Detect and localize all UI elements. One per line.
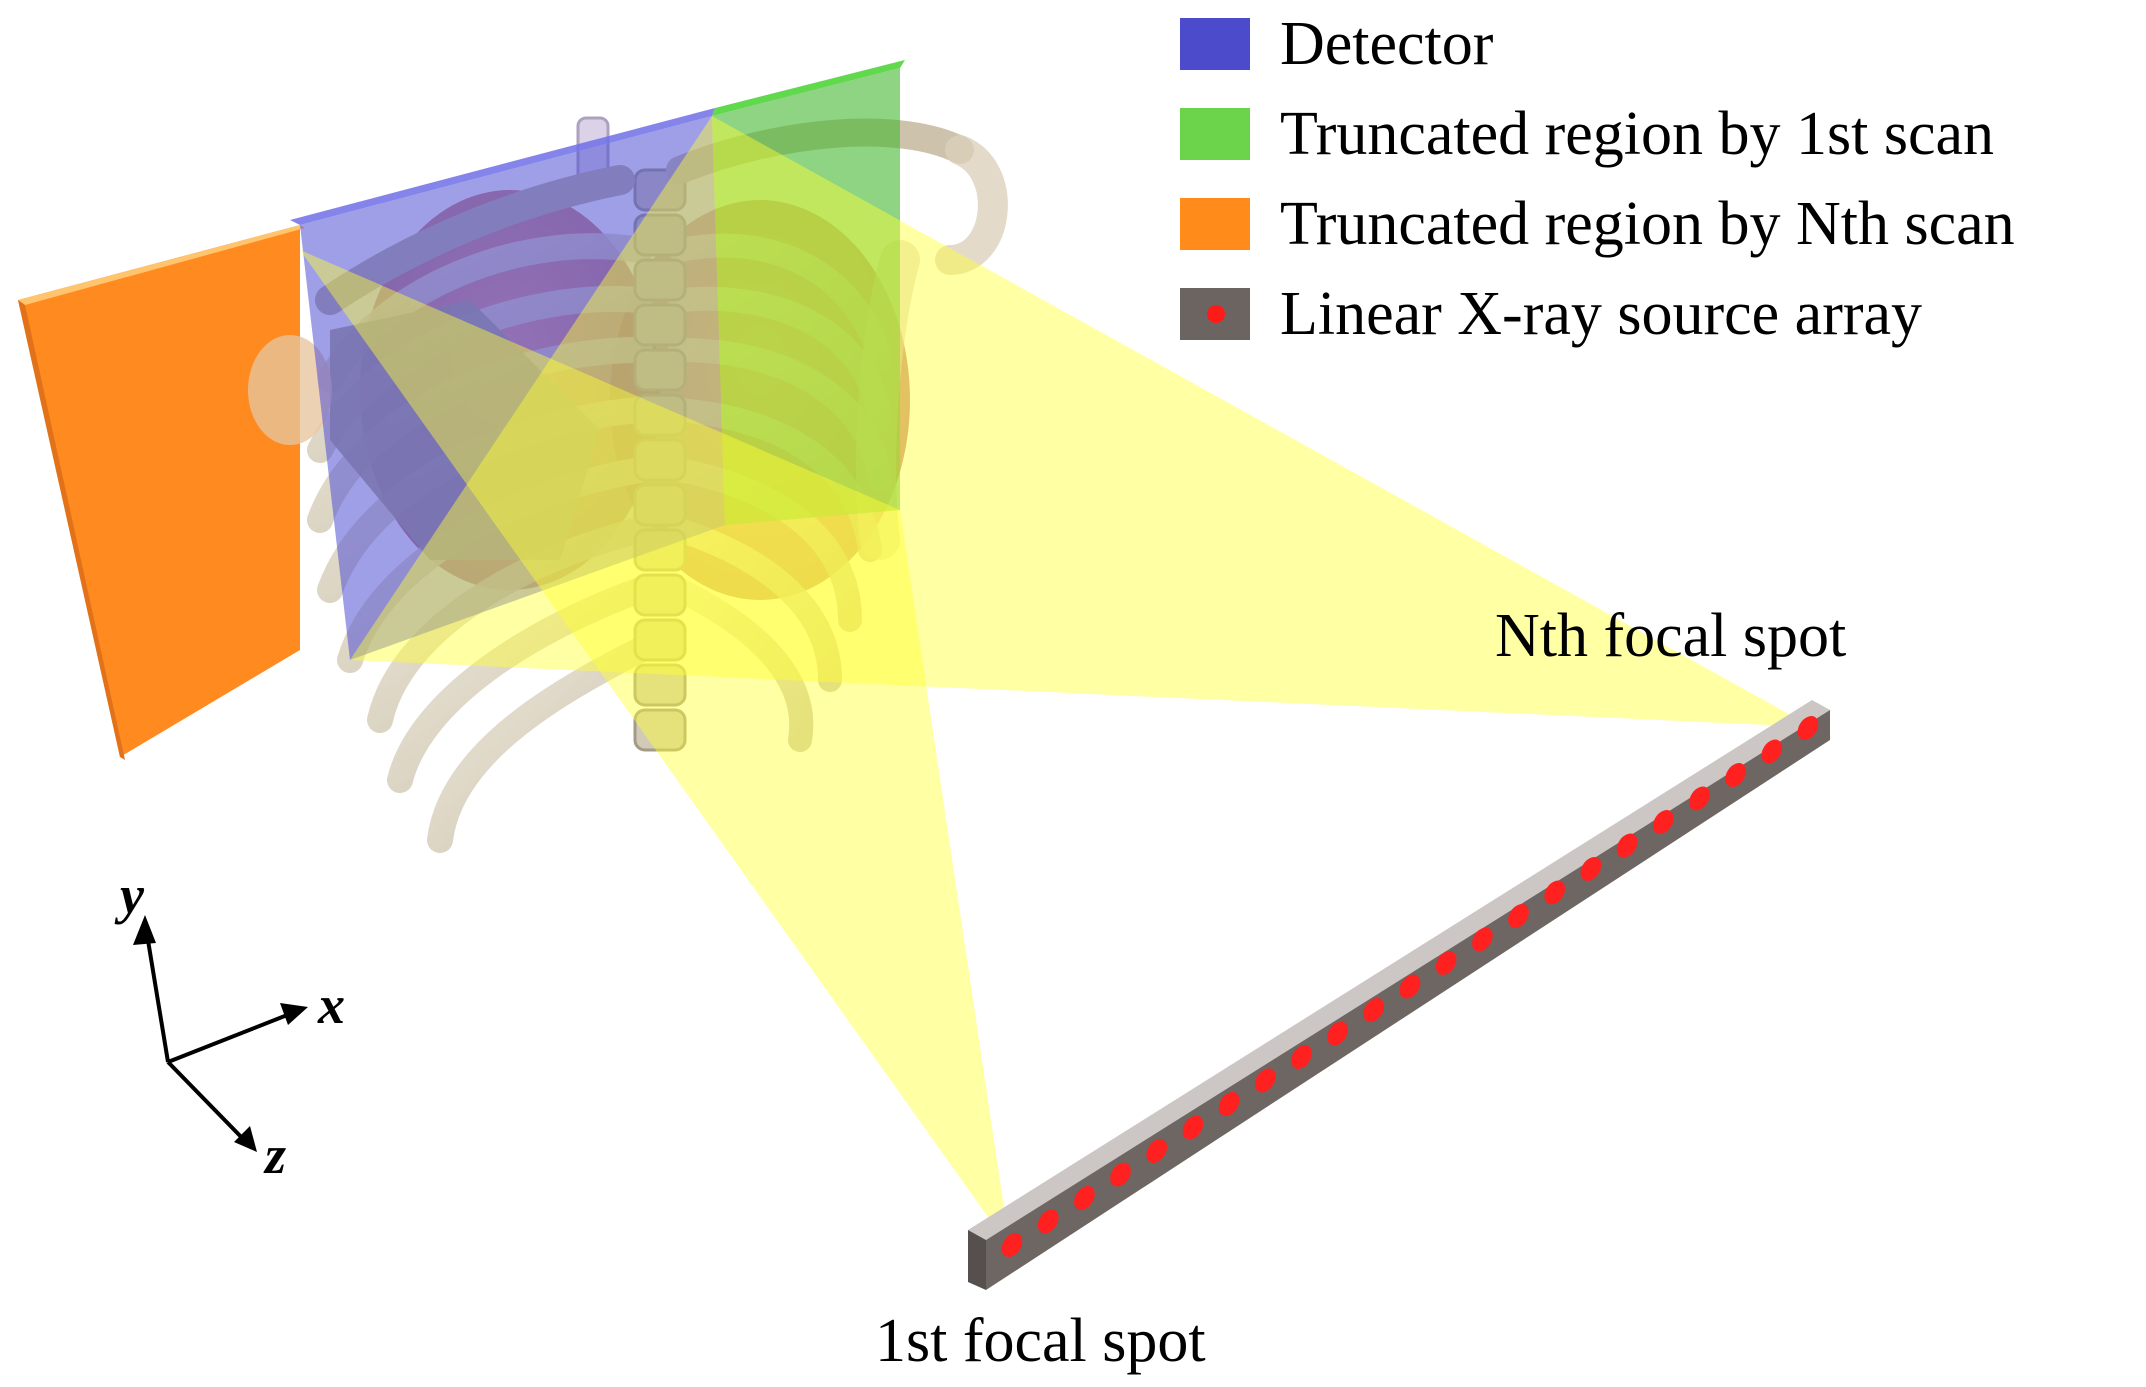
focal-spot (1254, 1068, 1276, 1093)
focal-spot (1580, 857, 1602, 881)
focal-spot (1435, 951, 1457, 975)
focal-spot (1616, 833, 1638, 858)
legend-label-nth-scan: Truncated region by Nth scan (1280, 190, 2015, 258)
axis-x-label: x (318, 975, 345, 1035)
xray-beam-first (300, 250, 1010, 1248)
focal-spot (1399, 974, 1421, 999)
focal-spot (1797, 716, 1819, 740)
legend-label-first-scan: Truncated region by 1st scan (1280, 100, 1995, 168)
axis-triad (133, 915, 308, 1152)
axis-x-line (167, 1008, 301, 1064)
focal-spot (1761, 739, 1783, 764)
focal-spot (1074, 1186, 1095, 1210)
legend-label-detector: Detector (1280, 10, 1494, 78)
focal-spot (1472, 927, 1493, 952)
xray-beam-nth (350, 116, 1812, 727)
legend-focal-dot (1207, 305, 1225, 323)
focal-spot (1725, 763, 1746, 787)
axis-y-arrow (133, 915, 156, 945)
focal-spot (1037, 1209, 1059, 1234)
legend-swatch-nth-scan (1180, 198, 1250, 250)
focal-spot (1508, 904, 1529, 928)
axis-x-arrow (280, 1003, 308, 1025)
legend-swatch-first-scan (1180, 108, 1250, 160)
focal-spot (1146, 1139, 1168, 1163)
focal-spot (1182, 1115, 1204, 1140)
focal-spot (1544, 880, 1566, 905)
focal-spot (1327, 1021, 1348, 1046)
detector-green-panel (712, 60, 905, 525)
detector-orange-panel (18, 225, 305, 760)
focal-spot (1689, 786, 1710, 811)
legend-swatch-source-array (1180, 288, 1250, 340)
legend-swatch-detector (1180, 18, 1250, 70)
nth-focal-spot-label: Nth focal spot (1495, 602, 1847, 670)
focal-spot (1001, 1233, 1023, 1257)
focal-spots (1001, 716, 1819, 1257)
first-focal-spot-label: 1st focal spot (875, 1307, 1206, 1375)
focal-spot (1652, 810, 1674, 834)
focal-spot (1110, 1162, 1131, 1187)
axis-y-label: y (120, 865, 144, 925)
focal-spot (1291, 1045, 1312, 1069)
focal-spot (1363, 998, 1385, 1022)
detector-panel (290, 108, 725, 660)
axis-y-line (143, 921, 170, 1063)
focal-spot (1218, 1092, 1240, 1116)
axis-z-line (166, 1060, 252, 1148)
axis-z-label: z (265, 1125, 287, 1185)
axis-z-arrow (234, 1126, 257, 1152)
legend-label-source-array: Linear X-ray source array (1280, 280, 1923, 348)
